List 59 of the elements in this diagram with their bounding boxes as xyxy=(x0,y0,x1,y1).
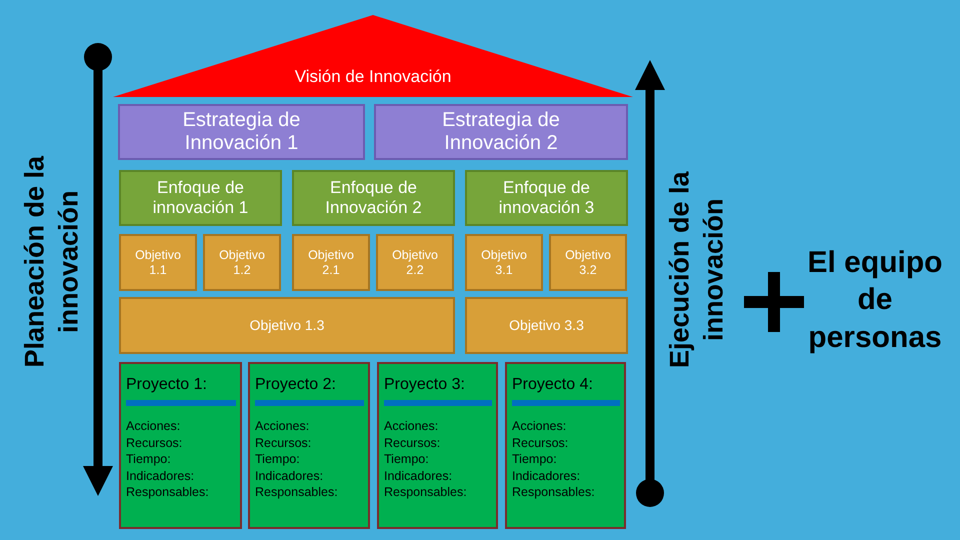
strategy-box xyxy=(118,104,365,160)
focus-box xyxy=(292,170,455,226)
field-label: Tiempo: xyxy=(384,451,429,468)
project-title: Proyecto 3: xyxy=(384,376,465,394)
goal-box xyxy=(292,234,370,291)
field-label: Responsables: xyxy=(384,484,467,500)
field-label: Recursos: xyxy=(126,434,182,451)
strategy-box xyxy=(374,104,628,160)
field-label: Responsables: xyxy=(255,484,338,500)
field-label: Acciones: xyxy=(512,418,566,434)
field-label: Indicadores: xyxy=(512,468,580,484)
roof-label: Visión de Innovación xyxy=(294,67,452,87)
axis-label: Ejecución de la innovación xyxy=(663,170,729,370)
field-label: Acciones: xyxy=(384,418,438,434)
project-card xyxy=(248,362,370,529)
project-title: Proyecto 1: xyxy=(126,376,207,394)
field-label: Acciones: xyxy=(126,418,180,434)
field-label: Acciones: xyxy=(255,418,310,434)
goal-box xyxy=(376,234,454,291)
field-label: Responsables: xyxy=(126,484,209,500)
box-label: Enfoque de innovación 3 xyxy=(498,178,596,218)
box-label: Estrategia de Innovación 2 xyxy=(441,109,561,155)
goal-box xyxy=(465,297,628,354)
field-label: Tiempo: xyxy=(512,451,557,468)
box-label: Objetivo 2.2 xyxy=(391,248,439,277)
box-label: Objetivo 1.1 xyxy=(134,248,182,277)
box-label: Objetivo 1.3 xyxy=(250,317,324,334)
box-label: Objetivo 1.2 xyxy=(218,248,266,277)
box-label: Enfoque de innovación 1 xyxy=(152,178,250,218)
field-label: Responsables: xyxy=(512,484,595,500)
axis-label: Planeación de la innovación xyxy=(18,154,84,370)
goal-box xyxy=(119,297,455,354)
box-label: Enfoque de Innovación 2 xyxy=(324,178,423,218)
field-label: Recursos: xyxy=(255,434,312,451)
field-label: Recursos: xyxy=(384,434,440,451)
box-label: Objetivo 3.2 xyxy=(564,248,612,277)
box-label: Objetivo 3.1 xyxy=(480,248,528,277)
goal-box xyxy=(203,234,281,291)
project-title: Proyecto 2: xyxy=(255,376,336,394)
project-card xyxy=(505,362,626,529)
goal-box xyxy=(549,234,627,291)
focus-box xyxy=(119,170,282,226)
field-label: Indicadores: xyxy=(384,468,452,484)
field-label: Indicadores: xyxy=(255,468,324,484)
project-title: Proyecto 4: xyxy=(512,376,593,394)
box-label: Estrategia de Innovación 1 xyxy=(182,109,302,155)
field-label: Indicadores: xyxy=(126,468,194,484)
project-card xyxy=(377,362,498,529)
box-label: Objetivo 2.1 xyxy=(307,248,355,277)
roof-triangle xyxy=(113,15,633,97)
field-label: Recursos: xyxy=(512,434,568,451)
project-card xyxy=(119,362,242,529)
team-label: El equipo de personas xyxy=(806,244,944,356)
goal-box xyxy=(465,234,543,291)
focus-box xyxy=(465,170,628,226)
field-label: Tiempo: xyxy=(255,451,300,468)
goal-box xyxy=(119,234,197,291)
box-label: Objetivo 3.3 xyxy=(509,317,584,334)
field-label: Tiempo: xyxy=(126,451,171,468)
